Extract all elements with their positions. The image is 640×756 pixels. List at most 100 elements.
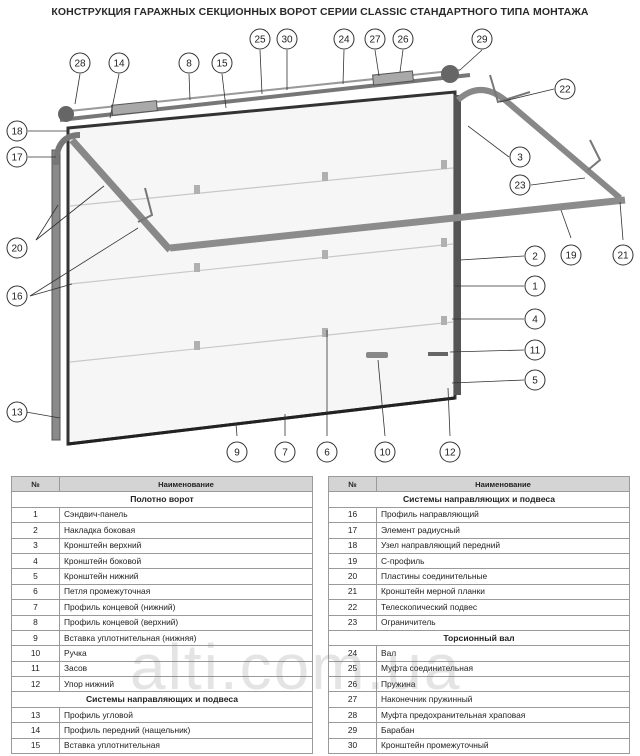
callout-17: 17 — [6, 146, 28, 168]
callout-20: 20 — [6, 237, 28, 259]
callout-circle — [374, 441, 396, 463]
spring-left — [111, 100, 158, 116]
part-number: 5 — [11, 568, 60, 585]
section-title: Системы направляющих и подвеса — [328, 491, 630, 508]
part-name: Наконечник пружинный — [376, 691, 630, 708]
callout-circle — [509, 146, 531, 168]
callout-8: 8 — [178, 52, 200, 74]
callout-28: 28 — [69, 52, 91, 74]
part-number: 7 — [11, 599, 60, 616]
callout-7: 7 — [274, 441, 296, 463]
part-number: 25 — [328, 660, 377, 678]
leader-lines — [25, 49, 624, 437]
part-name: Петля промежуточная — [59, 583, 313, 601]
callout-number: 20 — [11, 244, 23, 255]
callout-number: 18 — [11, 127, 23, 138]
part-name: Кронштейн мерной планки — [376, 583, 630, 601]
c-profile — [169, 196, 626, 252]
callout-29: 29 — [471, 28, 493, 50]
table-header: № Наименование — [11, 475, 313, 493]
table-header: № Наименование — [328, 475, 630, 493]
callout-number: 9 — [234, 448, 240, 459]
callout-14: 14 — [108, 52, 130, 74]
part-name: Муфта соединительная — [376, 660, 630, 678]
part-name: Упор нижний — [59, 676, 313, 693]
section-row: Полотно ворот — [11, 491, 313, 508]
callout-circle — [439, 441, 461, 463]
handle — [366, 352, 388, 358]
callout-number: 28 — [74, 59, 86, 70]
callout-number: 21 — [617, 251, 629, 262]
callout-circle — [554, 78, 576, 100]
callout-number: 12 — [444, 448, 456, 459]
part-name: Накладка боковая — [59, 522, 313, 539]
callout-circle — [6, 401, 28, 423]
part-number: 2 — [11, 522, 60, 539]
part-name: Кронштейн верхний — [59, 537, 313, 554]
part-name: Вставка уплотнительная — [59, 737, 313, 755]
part-number: 6 — [11, 583, 60, 601]
callout-19: 19 — [560, 244, 582, 266]
callout-number: 26 — [397, 35, 409, 46]
header-name: Наименование — [376, 475, 630, 493]
callout-circle — [524, 369, 546, 391]
part-name: Профиль концевой (верхний) — [59, 614, 313, 631]
callout-4: 4 — [524, 308, 546, 330]
latch — [428, 352, 448, 356]
callout-circle — [69, 52, 91, 74]
callout-circle — [249, 28, 271, 50]
callout-circle — [471, 28, 493, 50]
callout-circle — [276, 28, 298, 50]
panel-seams — [69, 167, 454, 363]
callout-number: 29 — [476, 35, 488, 46]
callout-circle — [524, 339, 546, 361]
callout-2: 2 — [524, 245, 546, 267]
part-name: Ручка — [59, 645, 313, 662]
callout-number: 10 — [379, 448, 391, 459]
callout-number: 3 — [517, 153, 523, 164]
part-number: 22 — [328, 599, 377, 616]
callout-13: 13 — [6, 401, 28, 423]
callout-23: 23 — [509, 174, 531, 196]
callout-number: 1 — [532, 282, 538, 293]
part-number: 28 — [328, 706, 377, 724]
callout-number: 5 — [532, 376, 538, 387]
part-name: Пластины соединительные — [376, 568, 630, 585]
part-name: Профиль передний (нащельник) — [59, 722, 313, 739]
callout-21: 21 — [612, 244, 634, 266]
section-row: Системы направляющих и подвеса — [11, 691, 313, 708]
callout-15: 15 — [211, 52, 233, 74]
callout-18: 18 — [6, 120, 28, 142]
callout-30: 30 — [276, 28, 298, 50]
spring-right — [372, 70, 414, 86]
part-name: Ограничитель — [376, 614, 630, 631]
section-title: Полотно ворот — [11, 491, 313, 508]
callout-16: 16 — [6, 285, 28, 307]
part-number: 24 — [328, 645, 377, 662]
part-number: 19 — [328, 552, 377, 570]
drum-right — [441, 65, 459, 83]
part-name: Вставка уплотнительная (нижняя) — [59, 629, 313, 647]
callout-number: 2 — [532, 252, 538, 263]
part-number: 1 — [11, 506, 60, 524]
part-number: 10 — [11, 645, 60, 662]
callout-5: 5 — [524, 369, 546, 391]
callout-circle — [509, 174, 531, 196]
left-horizontal-track — [69, 137, 173, 253]
callout-number: 24 — [338, 35, 350, 46]
part-number: 26 — [328, 676, 377, 693]
part-number: 9 — [11, 629, 60, 647]
